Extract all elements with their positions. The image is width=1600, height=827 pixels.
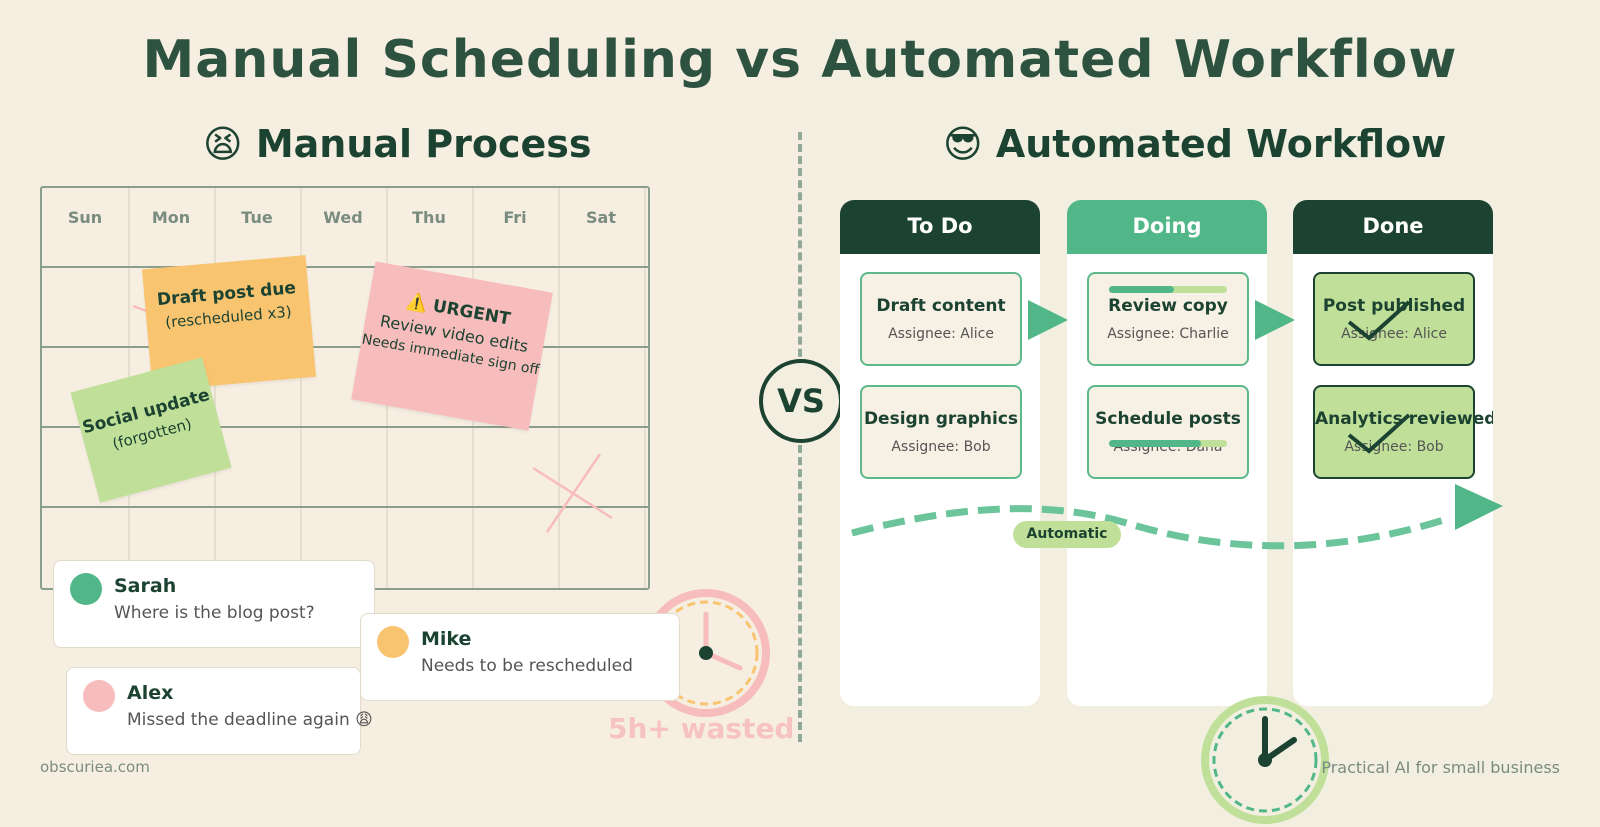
chat-sender: Sarah bbox=[114, 575, 177, 597]
calendar-day-column: Fri bbox=[472, 188, 560, 588]
automation-flow-path bbox=[851, 505, 1452, 550]
calendar-row-line bbox=[42, 346, 648, 348]
clock-icon bbox=[1201, 696, 1329, 824]
vs-badge: VS bbox=[759, 359, 843, 443]
flow-arrows bbox=[851, 300, 1503, 550]
calendar-day-column: Sat bbox=[558, 188, 646, 588]
column-header[interactable]: To Do bbox=[840, 200, 1040, 254]
day-label: Tue bbox=[241, 208, 273, 227]
task-assignee: Assignee: Bob bbox=[891, 439, 991, 455]
chat-sender: Alex bbox=[127, 682, 174, 704]
arrow-right-icon bbox=[1255, 300, 1295, 340]
calendar-row-line bbox=[42, 266, 648, 268]
chat-text: Where is the blog post? bbox=[114, 603, 315, 623]
progress-fill bbox=[1109, 440, 1202, 447]
chat-message[interactable]: Mike Needs to be rescheduled bbox=[360, 613, 680, 701]
footer-tagline: Practical AI for small business bbox=[1321, 758, 1560, 777]
task-card[interactable]: Schedule posts Assignee: Dana bbox=[1087, 385, 1249, 479]
column-header[interactable]: Doing bbox=[1067, 200, 1267, 254]
calendar-row-line bbox=[42, 426, 648, 428]
progress-fill bbox=[1109, 286, 1174, 293]
task-title: Schedule posts bbox=[1095, 409, 1241, 429]
task-card[interactable]: Draft content Assignee: Alice bbox=[860, 272, 1022, 366]
day-label: Thu bbox=[412, 208, 446, 227]
task-title: Draft content bbox=[876, 296, 1006, 316]
kanban-column-done: Done Post published Assignee: Alice Anal… bbox=[1293, 200, 1493, 706]
chat-message[interactable]: Sarah Where is the blog post? bbox=[53, 560, 375, 648]
arrow-right-icon bbox=[1028, 300, 1068, 340]
progress-bar bbox=[1109, 440, 1227, 447]
avatar bbox=[83, 680, 115, 712]
task-card[interactable]: Review copy Assignee: Charlie bbox=[1087, 272, 1249, 366]
task-card[interactable]: Analytics reviewed Assignee: Bob bbox=[1313, 385, 1493, 479]
task-title: Design graphics bbox=[863, 409, 1019, 429]
page-title: Manual Scheduling vs Automated Workflow bbox=[142, 30, 1458, 90]
kanban-column-todo: To Do Draft content Assignee: Alice Desi… bbox=[840, 200, 1040, 706]
manual-heading: 😫 Manual Process bbox=[203, 122, 592, 166]
footer-site: obscuriea.com bbox=[40, 758, 150, 776]
checkmark-icon bbox=[1347, 413, 1411, 454]
chat-text: Needs to be rescheduled bbox=[421, 656, 633, 676]
chat-sender: Mike bbox=[421, 628, 472, 650]
task-title: Post published bbox=[1322, 296, 1466, 316]
task-assignee: Assignee: Alice bbox=[888, 326, 994, 342]
calendar-day-column: Mon bbox=[128, 188, 216, 588]
task-card[interactable]: Design graphics Assignee: Bob bbox=[860, 385, 1022, 479]
calendar-day-column: Tue bbox=[214, 188, 302, 588]
automatic-badge: Automatic bbox=[1013, 521, 1121, 548]
day-label: Wed bbox=[323, 208, 363, 227]
automated-heading: 😎 Automated Workflow bbox=[943, 122, 1447, 166]
checkmark-icon bbox=[1347, 300, 1411, 341]
arrow-right-icon bbox=[1455, 484, 1503, 530]
cross-out-mark bbox=[545, 453, 602, 533]
column-header[interactable]: Done bbox=[1293, 200, 1493, 254]
day-label: Sun bbox=[67, 208, 103, 227]
chat-text: Missed the deadline again 😩 bbox=[127, 710, 373, 730]
task-card[interactable]: Post published Assignee: Alice bbox=[1313, 272, 1475, 366]
task-assignee: Assignee: Charlie bbox=[1107, 326, 1229, 342]
task-title: Review copy bbox=[1108, 296, 1228, 316]
day-label: Fri bbox=[503, 208, 527, 227]
avatar bbox=[377, 626, 409, 658]
day-label: Mon bbox=[151, 208, 191, 227]
chat-message[interactable]: Alex Missed the deadline again 😩 bbox=[66, 667, 373, 755]
kanban-column-doing: Doing Review copy Assignee: Charlie Sche… bbox=[1067, 200, 1267, 706]
calendar-row-line bbox=[42, 506, 648, 508]
avatar bbox=[70, 573, 102, 605]
time-wasted-label: 5h+ wasted bbox=[608, 712, 795, 745]
progress-bar bbox=[1109, 286, 1227, 293]
day-label: Sat bbox=[586, 208, 616, 227]
